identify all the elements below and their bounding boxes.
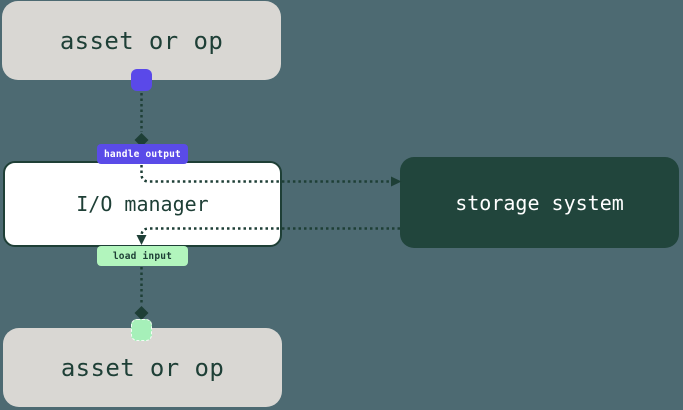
asset-node-bottom-label: asset or op [60, 353, 225, 382]
load-input-edge-label: load input [97, 246, 188, 266]
asset-node-bottom: asset or op [3, 328, 282, 407]
load-input-edge-label-text: load input [112, 250, 173, 262]
input-handle-square [131, 319, 152, 341]
storage-system-node: storage system [400, 157, 679, 248]
storage-system-label: storage system [455, 190, 624, 215]
io-manager-label: I/O manager [76, 192, 209, 216]
output-handle-square [131, 69, 152, 91]
asset-node-top-label: asset or op [59, 26, 224, 55]
handle-output-edge-label-text: handle output [104, 148, 181, 160]
handle-output-edge-label: handle output [97, 144, 188, 164]
diamond-connector-bottom [134, 306, 149, 320]
io-manager-node: I/O manager [3, 161, 282, 247]
asset-node-top: asset or op [2, 1, 281, 80]
